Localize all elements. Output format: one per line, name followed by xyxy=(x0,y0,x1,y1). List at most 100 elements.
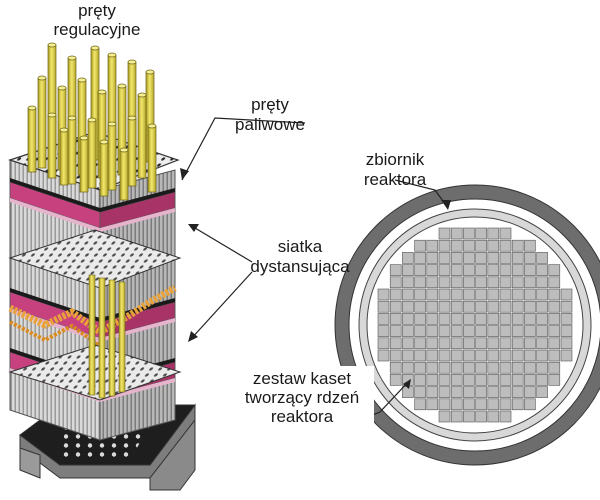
control-rod-tip xyxy=(47,112,57,118)
fuel-assembly-cell xyxy=(475,361,487,374)
pointer-spacer-grid-upper xyxy=(189,224,253,263)
core-assembly-grid xyxy=(377,227,573,423)
control-rod-tip xyxy=(87,117,97,123)
fuel-assembly-cell xyxy=(426,264,439,276)
fuel-assembly-cell xyxy=(499,374,512,386)
fuel-assembly-cell xyxy=(450,313,463,325)
control-rod-tip xyxy=(127,115,137,121)
fuel-assembly-cell xyxy=(438,398,451,411)
fuel-assembly-cell xyxy=(402,386,414,398)
fuel-assembly-cell xyxy=(499,361,512,374)
arrowhead xyxy=(441,200,451,210)
fuel-assembly-cell xyxy=(487,313,500,325)
control-rod-tip xyxy=(137,92,147,98)
fuel-assembly-cell xyxy=(536,337,548,350)
bottom-nozzle-leg xyxy=(149,418,196,491)
fuel-assembly-cell xyxy=(536,288,548,301)
control-rod-tip xyxy=(57,85,67,91)
control-rod xyxy=(59,129,69,186)
fuel-assembly-cell xyxy=(487,264,500,276)
fuel-assembly-cell xyxy=(475,325,487,337)
fuel-assembly-cell xyxy=(402,361,414,374)
fuel-assembly-cell xyxy=(377,349,390,362)
fuel-assembly-cell xyxy=(548,288,561,301)
control-rod-lower xyxy=(108,279,116,397)
fuel-assembly-cell xyxy=(511,361,524,374)
fuel-assembly-cell xyxy=(389,276,402,289)
fuel-assembly-cell xyxy=(450,300,463,313)
fuel-assembly-cell xyxy=(475,276,487,289)
control-rod xyxy=(99,141,109,197)
fuel-assembly-cell xyxy=(499,386,512,398)
fuel-assembly-cell xyxy=(536,361,548,374)
control-rod xyxy=(147,125,157,193)
fuel-assembly-cell xyxy=(548,374,561,386)
fuel-assembly-cell xyxy=(560,288,573,301)
fuel-assembly-cell xyxy=(487,227,500,240)
fuel-assembly-cell xyxy=(402,349,414,362)
fuel-assembly-cell xyxy=(438,349,451,362)
fuel-assembly-cell xyxy=(487,239,500,252)
label-fuel-rods-line1: pręty xyxy=(251,95,289,114)
fuel-assembly-cell xyxy=(499,239,512,252)
control-rod xyxy=(119,149,129,201)
fuel-assembly-cell xyxy=(487,337,500,350)
fuel-assembly-cell xyxy=(487,300,500,313)
arrowhead xyxy=(188,224,199,232)
fuel-assembly-cell xyxy=(548,349,561,362)
pointer-spacer-grid-lower xyxy=(189,271,253,341)
fuel-assembly-cell xyxy=(463,325,475,337)
fuel-assembly-cell xyxy=(463,264,475,276)
fuel-assembly-cell xyxy=(450,239,463,252)
fuel-assembly-cell xyxy=(402,252,414,264)
fuel-pellet-row xyxy=(98,284,177,336)
fuel-assembly-cell xyxy=(536,374,548,386)
fuel-assembly-cell xyxy=(487,252,500,264)
control-rod-tip xyxy=(99,139,109,145)
control-rod-tip xyxy=(67,55,77,61)
fuel-assembly-cell xyxy=(389,300,402,313)
fuel-assembly-cell xyxy=(463,227,475,240)
pointer-lines xyxy=(181,117,449,421)
fuel-assembly-cell xyxy=(536,252,548,264)
fuel-assembly-cell xyxy=(438,264,451,276)
spacer-band-right-edge xyxy=(100,378,175,402)
fuel-assembly-cell xyxy=(524,264,536,276)
pointer-fuel-rods xyxy=(181,117,306,181)
control-rod-tip xyxy=(27,105,37,111)
label-control-rods-line1: pręty xyxy=(78,1,116,20)
fuel-assembly-cell xyxy=(548,313,561,325)
fuel-assembly-cell xyxy=(511,325,524,337)
fuel-assembly-cell xyxy=(426,337,439,350)
fuel-assembly-cell xyxy=(414,361,426,374)
control-rod xyxy=(137,94,147,179)
fuel-assembly-cell xyxy=(463,276,475,289)
fuel-assembly-cell xyxy=(438,374,451,386)
spacer-band-front-edge xyxy=(10,198,100,232)
control-rod-lower xyxy=(118,281,126,393)
fuel-assembly-cell xyxy=(524,313,536,325)
fuel-assembly-cell xyxy=(511,313,524,325)
fuel-assembly-cell xyxy=(426,252,439,264)
fuel-assembly-cell xyxy=(499,227,512,240)
fuel-assembly-cell xyxy=(475,398,487,411)
fuel-assembly-cell xyxy=(511,337,524,350)
fuel-assembly-cell xyxy=(487,374,500,386)
label-vessel-line2: reaktora xyxy=(364,170,427,189)
fuel-assembly-cell xyxy=(414,313,426,325)
fuel-assembly-cell xyxy=(450,264,463,276)
fuel-assembly-cell xyxy=(414,386,426,398)
fuel-assembly-cell xyxy=(426,374,439,386)
fuel-assembly-cell xyxy=(463,374,475,386)
fuel-assembly-cell xyxy=(377,325,390,337)
fuel-assembly-cell xyxy=(475,288,487,301)
fuel-assembly-cell xyxy=(463,349,475,362)
fuel-assembly-cell xyxy=(402,325,414,337)
fuel-assembly-cell xyxy=(414,337,426,350)
fuel-assembly-cell xyxy=(548,361,561,374)
fuel-assembly-cell xyxy=(414,300,426,313)
control-rod-tip xyxy=(79,135,89,141)
fuel-assembly-cell xyxy=(450,288,463,301)
fuel-assembly-cell xyxy=(438,239,451,252)
fuel-assembly-cell xyxy=(438,325,451,337)
